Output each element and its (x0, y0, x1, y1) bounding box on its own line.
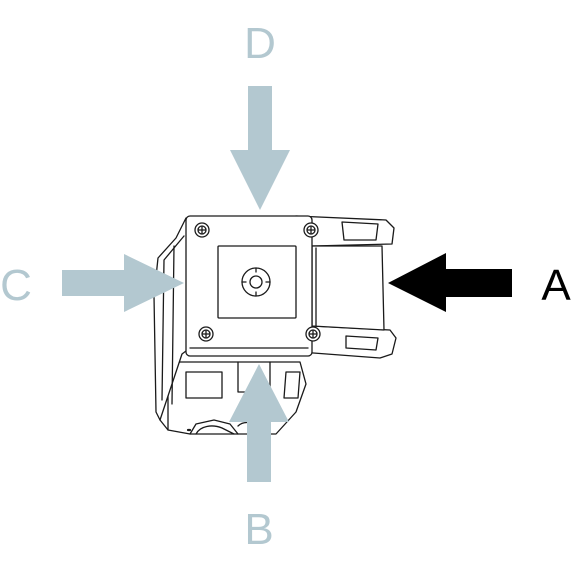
bracket-top-notch (342, 222, 378, 240)
arrow-a-shape (388, 253, 512, 312)
arrow-a (388, 253, 512, 312)
bracket-bottom-notch (346, 336, 378, 350)
device-illustration (154, 216, 396, 434)
lower-body-cutout (196, 426, 234, 434)
arrow-c-shape (62, 254, 184, 312)
arrow-d-shape (230, 86, 290, 210)
lower-body-face (186, 372, 222, 398)
screw-top-left (195, 223, 209, 237)
arrow-d (230, 86, 290, 210)
label-d: D (244, 19, 276, 68)
center-connector (242, 268, 270, 296)
label-c: C (0, 261, 32, 310)
screw-bottom-left (199, 327, 213, 341)
screw-top-right (304, 223, 318, 237)
arrow-c (62, 254, 184, 312)
lower-body-face (284, 372, 300, 398)
bracket-body (312, 246, 384, 330)
label-b: B (244, 505, 273, 554)
lower-body-cutout (190, 420, 238, 434)
arrow-b (229, 364, 289, 482)
left-side-inner (162, 236, 184, 400)
screw-bottom-right (306, 327, 320, 341)
arrow-b-shape (229, 364, 289, 482)
label-a: A (541, 261, 571, 310)
left-side-inner (172, 246, 174, 404)
main-face-inner (218, 246, 296, 318)
